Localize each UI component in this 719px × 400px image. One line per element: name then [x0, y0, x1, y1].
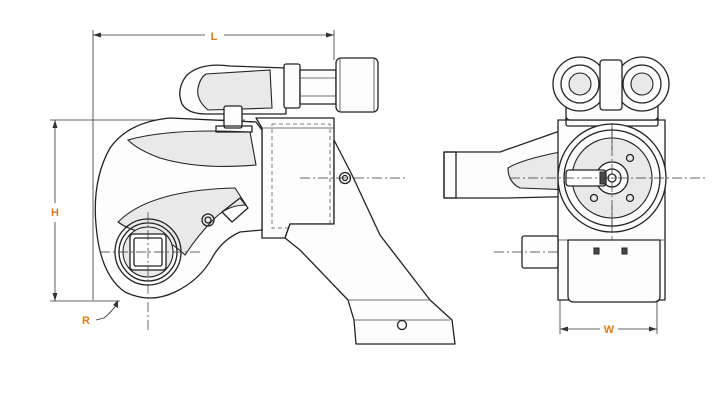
dimension-radius [95, 300, 119, 321]
dimension-width [559, 300, 658, 334]
label-height: H [51, 207, 59, 219]
label-length: L [211, 31, 218, 43]
swivel-fitting [179, 57, 379, 133]
label-radius: R [82, 315, 90, 327]
side-view: L H R [50, 30, 456, 345]
reaction-arm [284, 139, 456, 345]
front-view: W [443, 56, 705, 336]
arm-hole [396, 319, 408, 331]
front-swivel [552, 56, 670, 121]
dimension-length [92, 30, 335, 300]
label-width: W [604, 324, 615, 336]
